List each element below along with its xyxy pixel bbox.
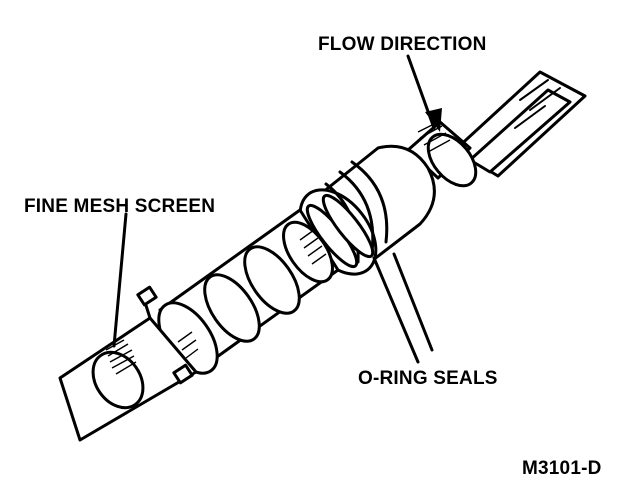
flow-direction-label: FLOW DIRECTION bbox=[318, 34, 487, 55]
fine-mesh-screen-label: FINE MESH SCREEN bbox=[24, 196, 215, 217]
leader-lines bbox=[112, 54, 442, 364]
flow-direction-arrowhead bbox=[425, 108, 442, 132]
o-ring-seals-label: O-RING SEALS bbox=[358, 368, 498, 389]
screen-cage bbox=[157, 208, 340, 375]
o-ring-leader-1 bbox=[372, 256, 420, 364]
o-ring-leader-2 bbox=[392, 252, 434, 352]
screen-base bbox=[58, 285, 198, 442]
inlet-frame bbox=[453, 70, 587, 178]
figure-id-label: M3101-D bbox=[522, 458, 602, 479]
fine-mesh-leader bbox=[112, 212, 128, 348]
